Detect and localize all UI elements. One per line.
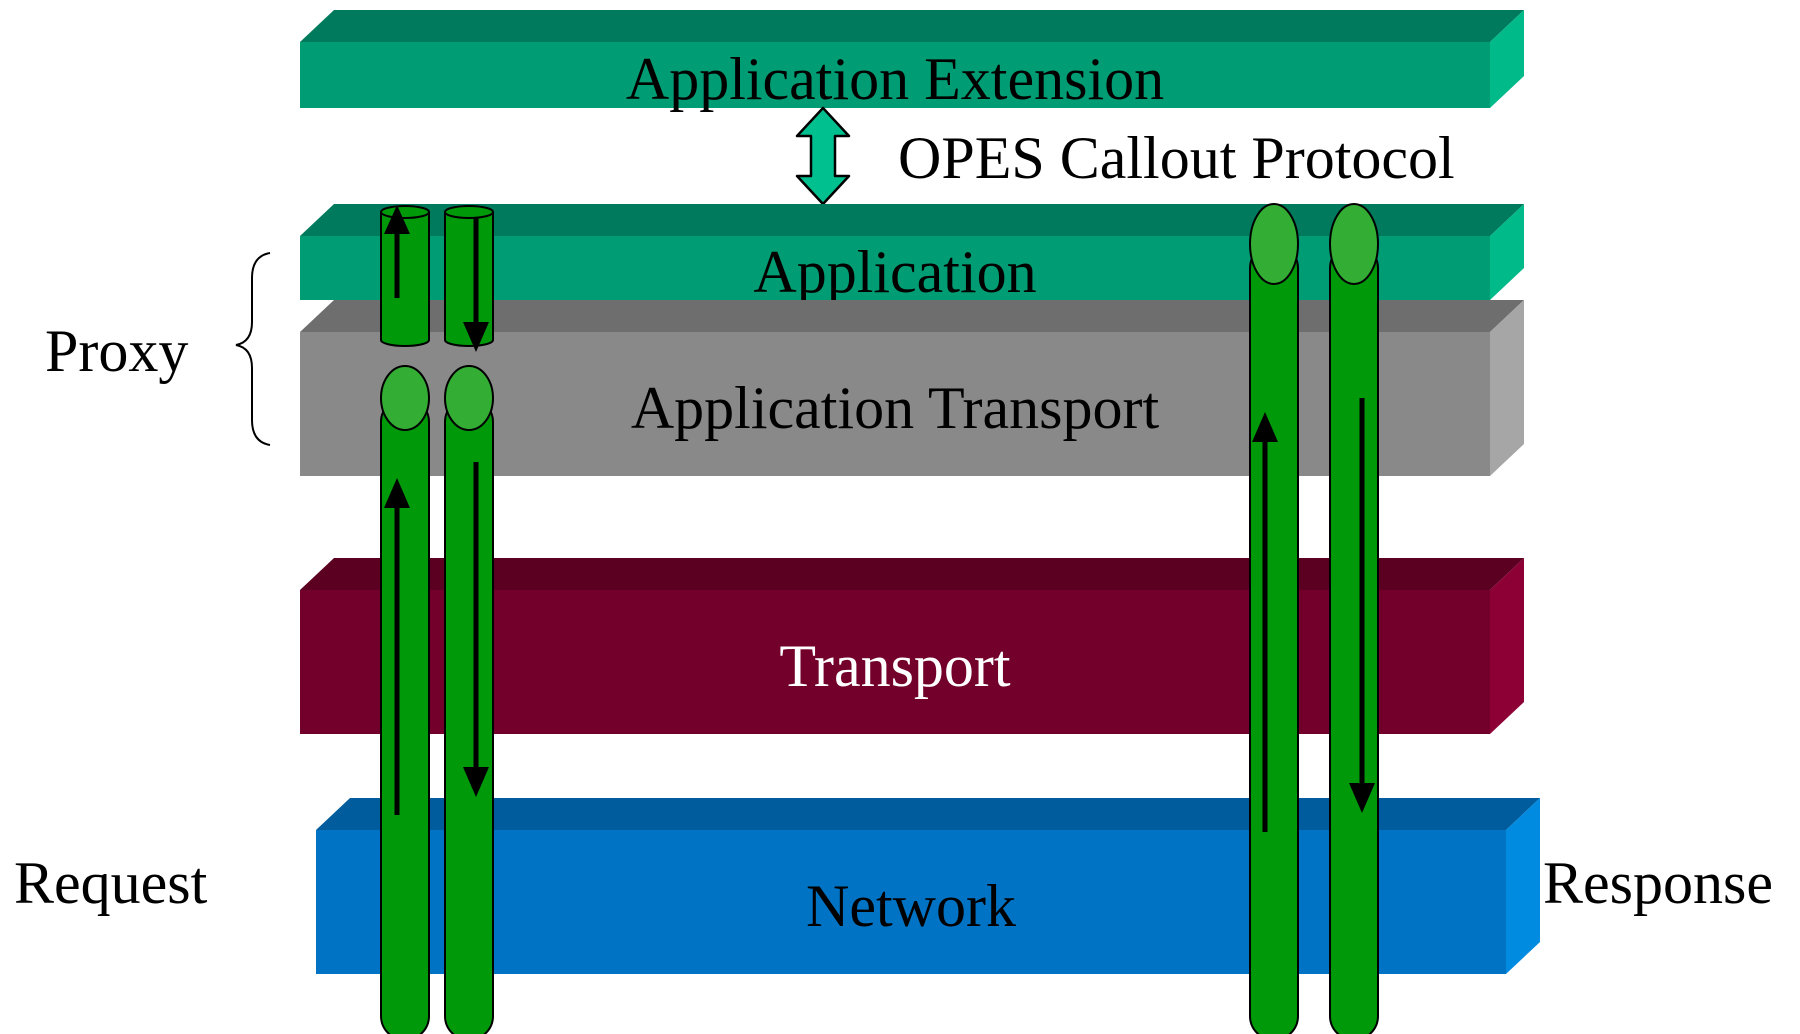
up-arrow-icon — [384, 205, 410, 234]
application-extension-label: Application Extension — [626, 46, 1164, 112]
application-transport-label: Application Transport — [631, 375, 1160, 441]
network-label: Network — [806, 873, 1016, 939]
request-label: Request — [14, 850, 208, 916]
down-arrow-icon — [1349, 783, 1375, 813]
application-extension-layer: Application Extension — [300, 10, 1524, 112]
response-pipe-up — [1249, 203, 1299, 1034]
request-pipe-up-lower — [380, 365, 430, 1034]
opes-callout-protocol-label: OPES Callout Protocol — [898, 125, 1455, 191]
network-layer: Network — [316, 798, 1540, 974]
request-pipe-up-upper — [380, 205, 430, 347]
response-label: Response — [1543, 850, 1773, 916]
up-arrow-icon — [384, 478, 410, 508]
request-pipe-down-upper — [444, 205, 494, 352]
down-arrow-icon — [463, 767, 489, 797]
callout-double-arrow-icon — [795, 106, 851, 206]
application-label: Application — [753, 239, 1036, 305]
up-arrow-icon — [1252, 412, 1278, 442]
proxy-label: Proxy — [45, 318, 188, 384]
down-arrow-icon — [463, 322, 489, 352]
transport-label: Transport — [779, 633, 1010, 699]
response-pipe-down — [1329, 203, 1379, 1034]
request-pipe-down-lower — [444, 365, 494, 1034]
proxy-brace-icon — [235, 252, 271, 446]
